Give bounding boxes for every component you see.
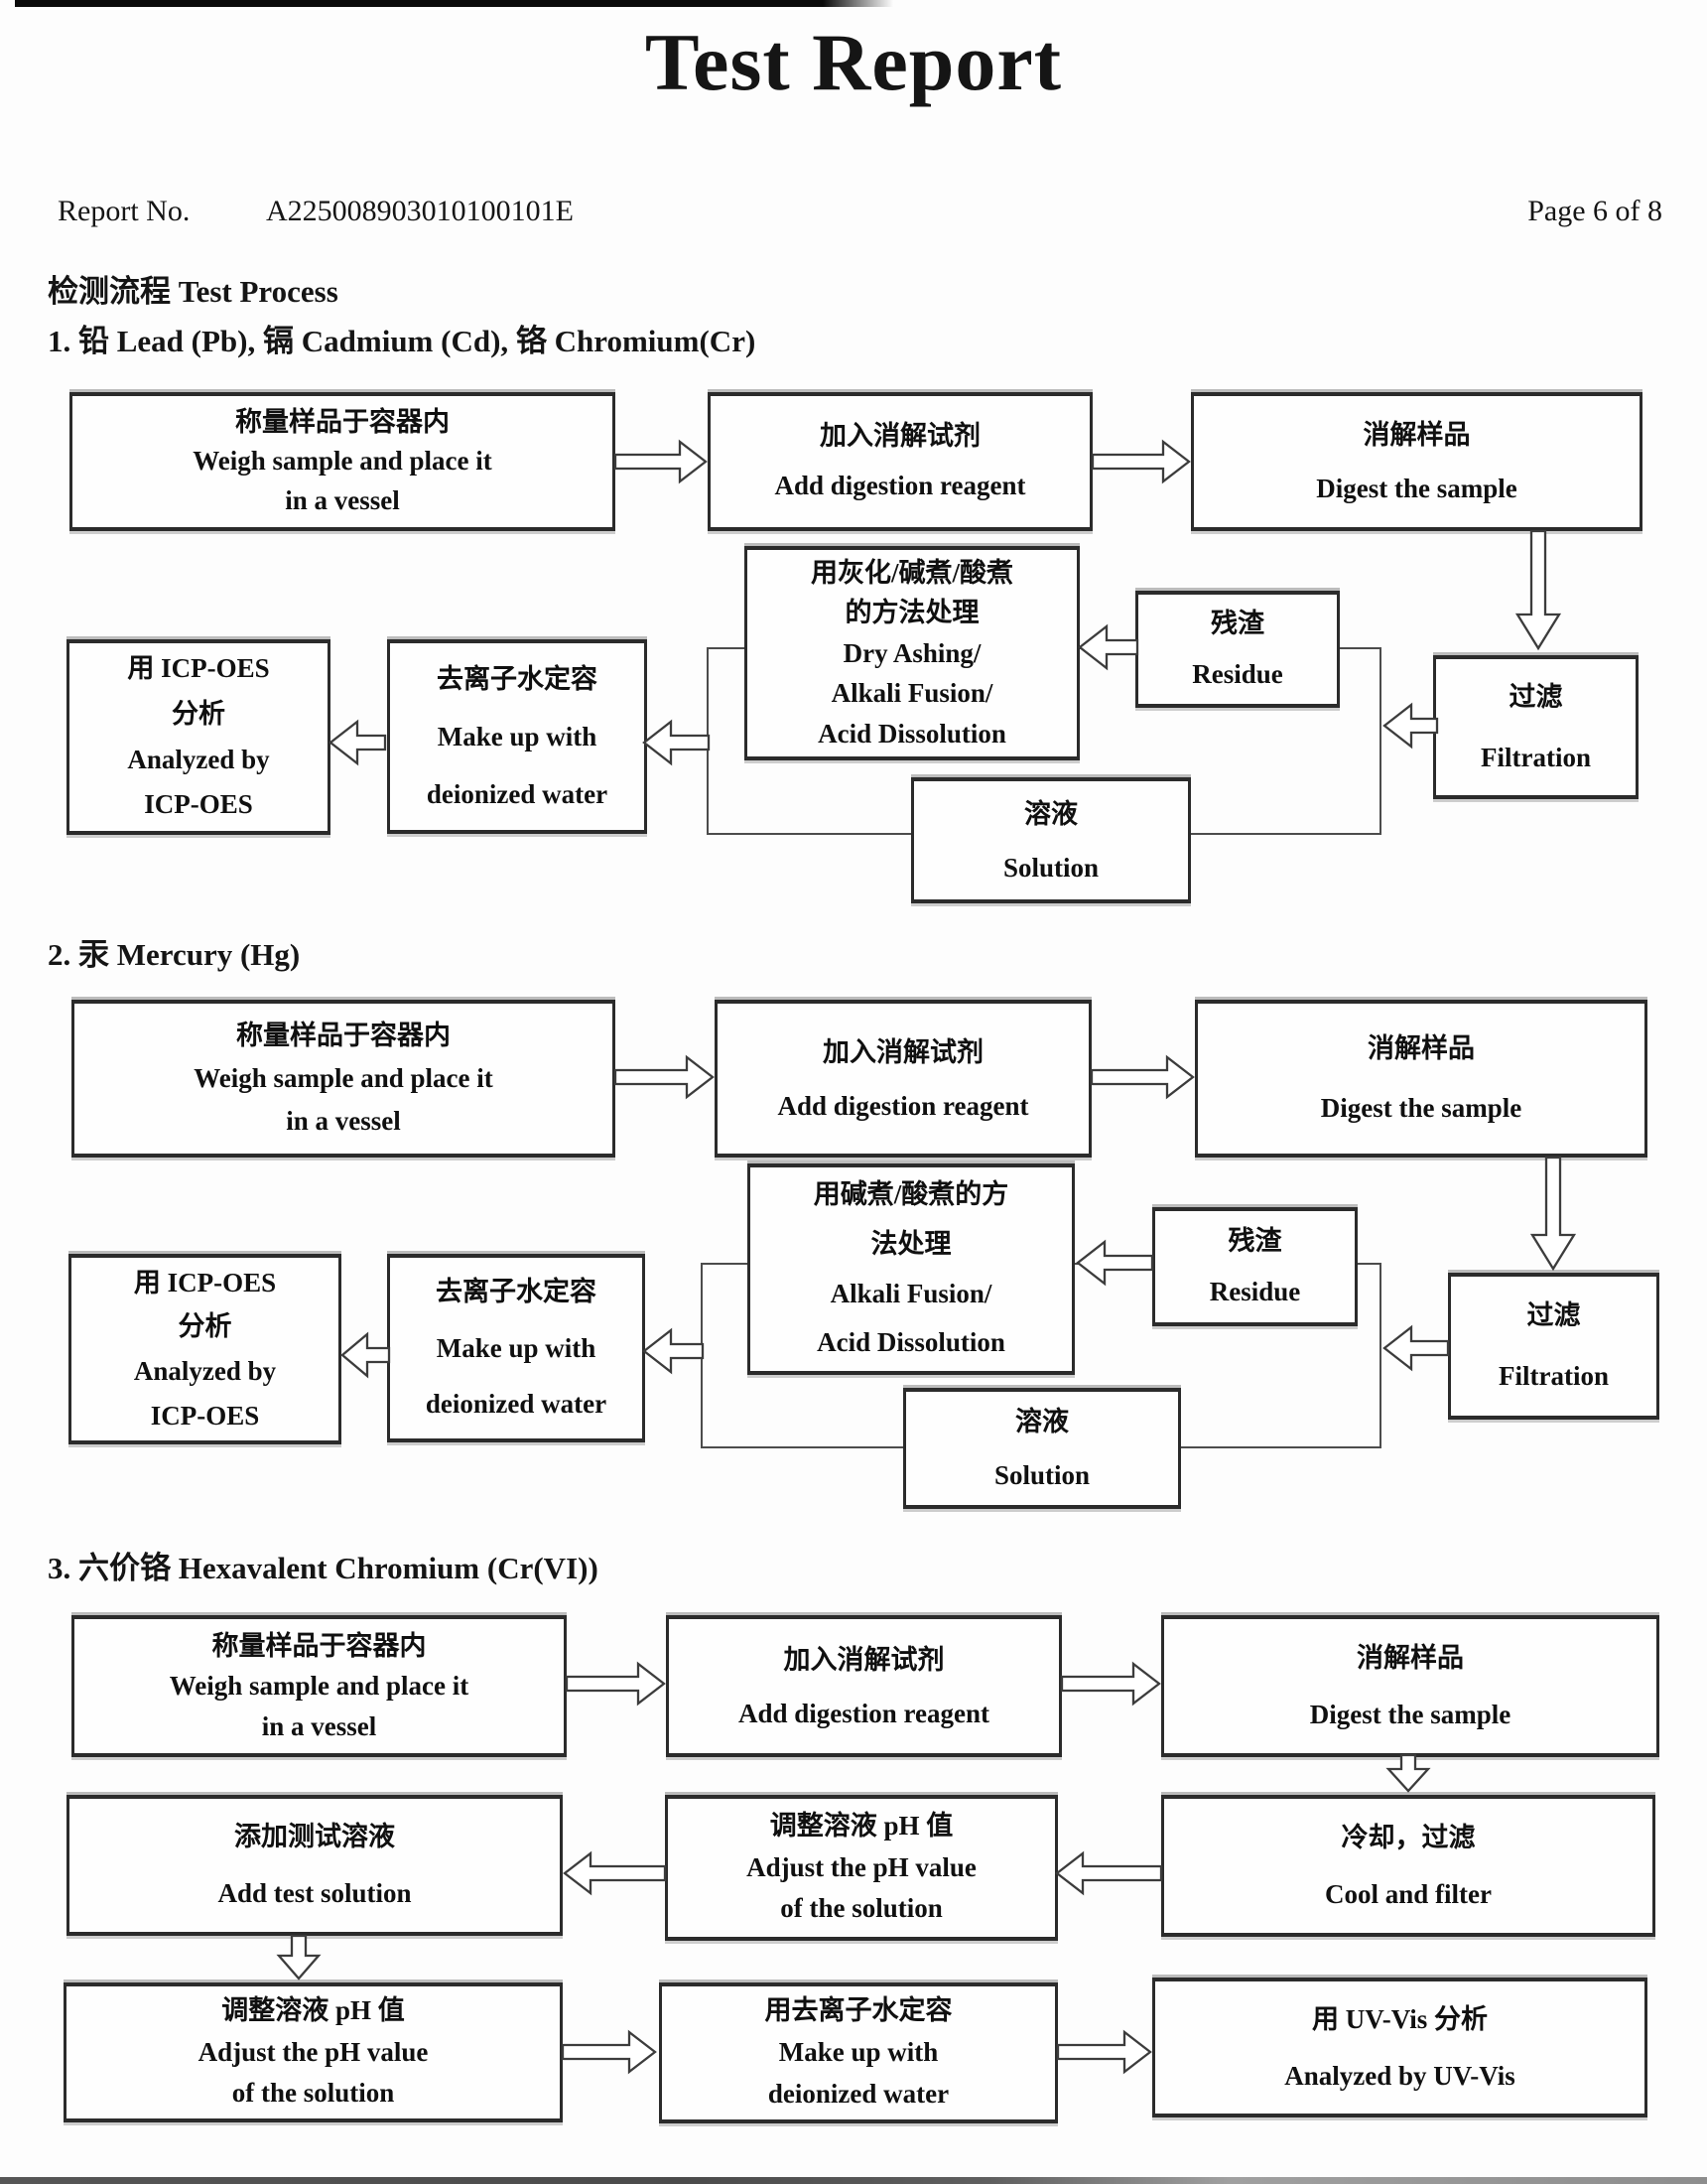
arrow-left-icon	[1382, 1324, 1450, 1372]
process-heading: 检测流程 Test Process	[48, 274, 338, 309]
flow1-box-residue: 残渣 Residue	[1135, 591, 1340, 708]
flow2-box-filtration: 过滤 Filtration	[1448, 1273, 1659, 1420]
scan-artifact-top-bar	[15, 0, 893, 7]
scan-artifact-bottom-bar	[0, 2177, 1707, 2184]
arrow-left-icon	[1382, 702, 1439, 750]
arrow-down-icon	[1385, 1753, 1431, 1793]
report-no-value: A225008903010100101E	[266, 195, 574, 227]
arrow-right-icon	[1056, 2029, 1152, 2075]
arrow-left-icon	[1055, 1850, 1163, 1896]
flow2-box-residue: 残渣 Residue	[1152, 1207, 1358, 1326]
flow1-box-add-reagent: 加入消解试剂 Add digestion reagent	[708, 392, 1093, 531]
flow2-box-treatment: 用碱煮/酸煮的方 法处理 Alkali Fusion/ Acid Dissolu…	[747, 1163, 1075, 1375]
flow2-box-add-reagent: 加入消解试剂 Add digestion reagent	[715, 1000, 1092, 1158]
arrow-left-icon	[1076, 1239, 1154, 1287]
arrow-right-icon	[613, 439, 708, 484]
flow3-box-digest: 消解样品 Digest the sample	[1161, 1615, 1659, 1757]
page-title: Test Report	[644, 17, 1063, 107]
arrow-down-icon	[276, 1934, 322, 1980]
section2-heading: 2. 汞 Mercury (Hg)	[48, 937, 301, 972]
flow3-box-weigh: 称量样品于容器内 Weigh sample and place it in a …	[71, 1615, 567, 1757]
flow3-box-add-test-solution: 添加测试溶液 Add test solution	[66, 1795, 563, 1936]
flow2-box-make-up: 去离子水定容 Make up with deionized water	[387, 1254, 645, 1442]
arrow-right-icon	[1091, 439, 1191, 484]
arrow-left-icon	[1078, 623, 1139, 671]
report-no-label: Report No.	[58, 195, 191, 227]
arrow-left-icon	[340, 1331, 391, 1379]
flow3-box-cool-filter: 冷却，过滤 Cool and filter	[1161, 1795, 1655, 1937]
section1-heading: 1. 铅 Lead (Pb), 镉 Cadmium (Cd), 铬 Chromi…	[48, 324, 756, 358]
flow3-box-analyze: 用 UV-Vis 分析 Analyzed by UV-Vis	[1152, 1978, 1647, 2117]
flow2-box-digest: 消解样品 Digest the sample	[1195, 1000, 1647, 1158]
arrow-right-icon	[1060, 1661, 1161, 1706]
arrow-right-icon	[561, 2029, 657, 2075]
section3-heading: 3. 六价铬 Hexavalent Chromium (Cr(VI))	[48, 1551, 598, 1585]
flow1-box-filtration: 过滤 Filtration	[1433, 655, 1639, 799]
arrow-left-icon	[328, 719, 387, 766]
flow2-box-weigh: 称量样品于容器内 Weigh sample and place it in a …	[71, 1000, 615, 1158]
arrow-down-icon	[1514, 529, 1562, 651]
arrow-left-icon	[642, 719, 711, 766]
flow1-box-analyze: 用 ICP-OES 分析 Analyzed by ICP-OES	[66, 639, 330, 835]
flow3-box-adjust-ph-2: 调整溶液 pH 值 Adjust the pH value of the sol…	[64, 1982, 563, 2122]
flow1-box-treatment: 用灰化/碱煮/酸煮 的方法处理 Dry Ashing/ Alkali Fusio…	[744, 546, 1080, 760]
arrow-right-icon	[565, 1661, 666, 1706]
arrow-left-icon	[642, 1327, 705, 1375]
flow3-box-make-up: 用去离子水定容 Make up with deionized water	[659, 1982, 1058, 2123]
arrow-right-icon	[1090, 1054, 1195, 1100]
flow2-box-analyze: 用 ICP-OES 分析 Analyzed by ICP-OES	[68, 1254, 341, 1444]
arrow-down-icon	[1529, 1156, 1577, 1272]
arrow-left-icon	[563, 1850, 667, 1896]
flow2-box-solution: 溶液 Solution	[903, 1388, 1181, 1509]
flow1-box-digest: 消解样品 Digest the sample	[1191, 392, 1642, 531]
flow3-box-add-reagent: 加入消解试剂 Add digestion reagent	[666, 1615, 1062, 1757]
flow1-box-weigh: 称量样品于容器内 Weigh sample and place it in a …	[69, 392, 615, 531]
flow1-box-make-up: 去离子水定容 Make up with deionized water	[387, 639, 647, 834]
flow3-box-adjust-ph-1: 调整溶液 pH 值 Adjust the pH value of the sol…	[665, 1795, 1058, 1941]
page-indicator: Page 6 of 8	[1527, 195, 1662, 227]
flow1-box-solution: 溶液 Solution	[911, 777, 1191, 903]
arrow-right-icon	[613, 1054, 715, 1100]
